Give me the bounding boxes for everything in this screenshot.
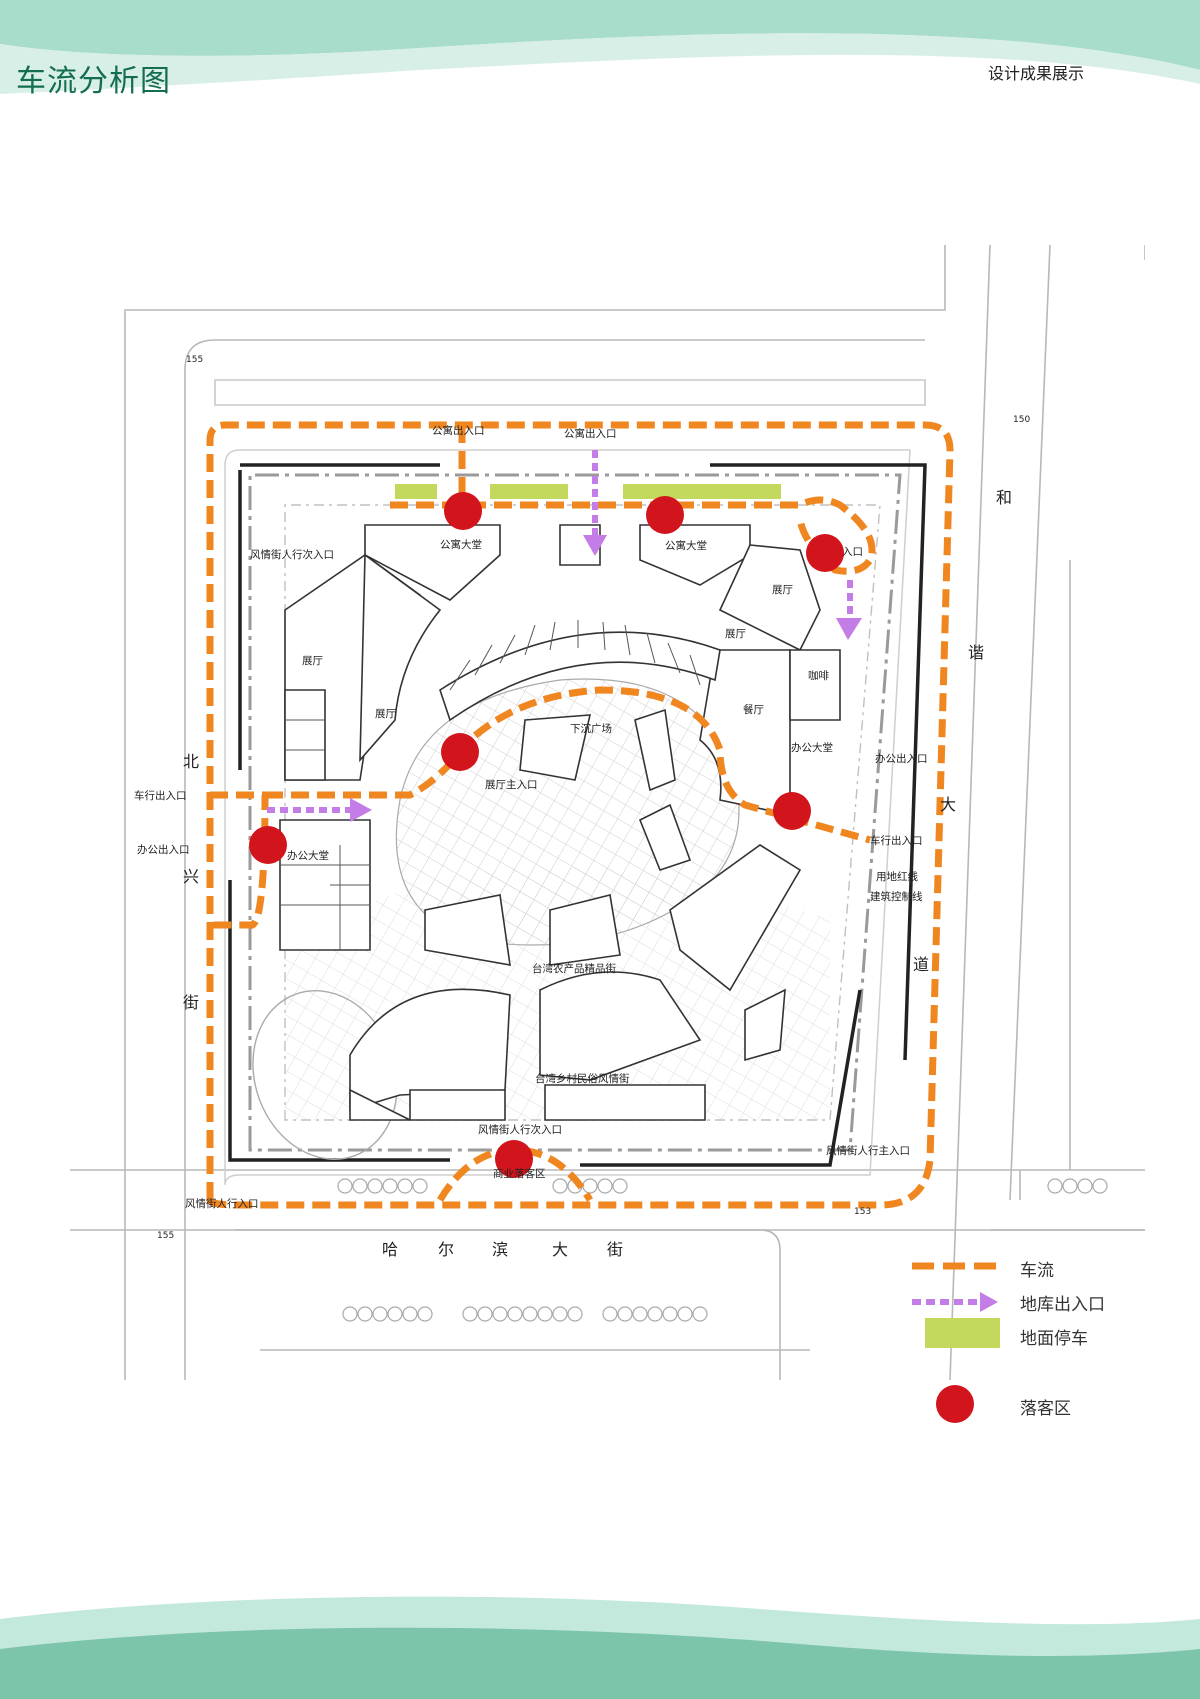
road-outlines [70,244,1145,1380]
svg-text:街: 街 [183,993,199,1012]
parking-swatch-icon [925,1318,1000,1348]
svg-text:办公大堂: 办公大堂 [791,741,833,754]
road-name-east-vertical: 和 谐 大 道 [913,488,1012,974]
svg-text:展厅: 展厅 [725,628,746,640]
ground-parking-areas [395,484,781,499]
svg-text:台湾农产品精品街: 台湾农产品精品街 [532,962,616,975]
svg-text:155: 155 [186,355,203,365]
svg-text:谐: 谐 [968,643,984,662]
svg-text:办公出入口: 办公出入口 [875,752,928,765]
svg-text:滨: 滨 [492,1240,508,1259]
svg-text:餐厅: 餐厅 [743,703,764,716]
site-boundary [224,449,927,1186]
svg-text:商业落客区: 商业落客区 [493,1167,546,1180]
svg-text:展厅: 展厅 [772,584,793,596]
legend-item-garage: 地库出入口 [900,1284,1150,1318]
garage-arrow-icon [912,1292,998,1312]
svg-text:办公出入口: 办公出入口 [137,843,190,856]
legend-label: 车流 [1020,1261,1054,1281]
svg-text:北: 北 [183,752,199,771]
legend-item-dropoff: 落客区 [900,1385,1150,1423]
svg-text:下沉广场: 下沉广场 [570,722,612,735]
header-wave-decoration [0,0,1200,94]
svg-text:风情街人行次入口: 风情街人行次入口 [250,548,334,561]
dropoff-circle-icon [936,1385,974,1423]
trees [337,1178,1108,1322]
svg-text:150: 150 [1013,415,1030,425]
svg-text:哈: 哈 [382,1240,398,1259]
garage-arrowheads [350,535,862,822]
svg-text:公寓大堂: 公寓大堂 [665,539,707,552]
svg-text:办公大堂: 办公大堂 [287,849,329,862]
svg-text:用地红线: 用地红线 [876,870,918,883]
svg-text:公寓出入口: 公寓出入口 [432,424,485,437]
svg-text:道: 道 [913,955,929,974]
svg-text:建筑控制线: 建筑控制线 [870,890,923,903]
svg-text:街: 街 [607,1240,623,1259]
svg-text:咖啡: 咖啡 [808,670,829,682]
place-labels: 公寓出入口 公寓出入口 入口 风情街人行次入口 公寓大堂 公寓大堂 展厅 展厅 … [134,424,928,1210]
garage-access-arrows [267,450,853,813]
svg-text:展厅: 展厅 [302,655,323,667]
svg-text:展厅主入口: 展厅主入口 [485,779,538,791]
svg-text:展厅: 展厅 [375,708,396,720]
building-detail-lines [280,620,701,950]
svg-text:入口: 入口 [842,546,863,558]
svg-text:大: 大 [940,795,956,814]
page-subtitle: 设计成果展示 [988,64,1085,83]
legend-label: 地面停车 [1020,1329,1088,1349]
svg-text:155: 155 [157,1231,174,1241]
svg-text:153: 153 [854,1207,871,1217]
road-name-south: 哈 尔 滨 大 街 [382,1240,623,1259]
svg-text:台湾乡村民俗风情街: 台湾乡村民俗风情街 [535,1072,630,1085]
elevation-markers: 155 150 155 153 [157,355,1030,1241]
page-title: 车流分析图 [16,64,171,99]
svg-text:公寓出入口: 公寓出入口 [564,427,617,440]
svg-text:车行出入口: 车行出入口 [870,834,923,847]
legend-item-traffic: 车流 [900,1250,1150,1284]
footer-wave-decoration [0,1596,1200,1699]
dropoff-points [249,492,844,1178]
svg-text:大: 大 [552,1240,568,1259]
map-legend: 车流 地库出入口 地面停车 落客区 [900,1250,1150,1423]
svg-text:风情街人行主入口: 风情街人行主入口 [826,1144,910,1157]
legend-item-parking: 地面停车 [900,1318,1150,1352]
legend-label: 落客区 [1020,1399,1071,1419]
traffic-line-icon [912,1262,998,1270]
svg-text:兴: 兴 [183,867,199,886]
svg-text:尔: 尔 [438,1240,454,1259]
svg-text:风情街人行次入口: 风情街人行次入口 [478,1123,562,1136]
site-plan-map: 北 兴 街 和 谐 大 道 哈 尔 滨 大 街 155 150 155 153 … [70,244,1145,1380]
road-name-north-vertical: 北 兴 街 [183,752,199,1012]
svg-text:和: 和 [996,488,1012,507]
svg-text:公寓大堂: 公寓大堂 [440,538,482,551]
svg-text:风情街人行入口: 风情街人行入口 [185,1197,259,1210]
legend-label: 地库出入口 [1020,1295,1105,1315]
svg-text:车行出入口: 车行出入口 [134,789,187,802]
